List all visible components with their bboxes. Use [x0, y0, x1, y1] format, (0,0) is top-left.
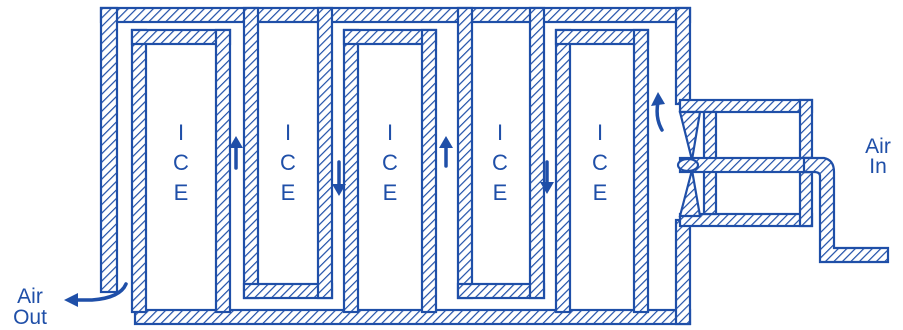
air-in-label: Air In: [865, 135, 891, 178]
baffles: [130, 6, 650, 314]
arrow-down-1-icon: [332, 160, 346, 196]
ice-letter-i: I: [285, 120, 291, 145]
baffle-2-right: [316, 6, 334, 300]
ice-letter-e: E: [593, 180, 608, 205]
ice-letter-c: C: [492, 150, 508, 175]
ice-block-4: I C E: [492, 120, 508, 205]
arrow-up-3-icon: [651, 92, 665, 132]
baffle-3-left: [342, 28, 360, 314]
inlet-right-wall-lower: [798, 170, 814, 228]
ice-letter-i: I: [178, 120, 184, 145]
ice-letter-e: E: [281, 180, 296, 205]
fan-icon: [676, 110, 702, 218]
arrow-down-2-icon: [540, 160, 554, 194]
ice-block-5: I C E: [592, 120, 608, 205]
right-wall-upper: [674, 6, 692, 106]
arrow-up-2-icon: [439, 136, 453, 168]
baffle-1-left: [130, 28, 148, 314]
arrow-up-1-icon: [229, 136, 243, 170]
baffle-1-right: [214, 28, 232, 314]
right-wall-lower: [674, 218, 692, 326]
air-in-line2: In: [869, 155, 887, 178]
air-out-line2: Out: [13, 306, 47, 329]
baffle-5-right: [632, 28, 650, 314]
baffle-5-left: [554, 28, 572, 314]
air-in-line1: Air: [865, 135, 891, 158]
ice-block-2: I C E: [280, 120, 296, 205]
ice-block-1: I C E: [173, 120, 189, 205]
inlet-top-wall: [678, 98, 814, 114]
air-out-line1: Air: [17, 285, 43, 308]
duct-bend: [802, 156, 890, 264]
ice-letter-c: C: [173, 150, 189, 175]
air-out-label: Air Out: [13, 285, 47, 329]
ice-letter-e: E: [174, 180, 189, 205]
baffle-3-right: [420, 28, 438, 314]
ice-block-3: I C E: [382, 120, 398, 205]
ice-letter-c: C: [592, 150, 608, 175]
ice-letter-i: I: [497, 120, 503, 145]
baffle-4-left: [456, 6, 474, 300]
baffle-4-right: [528, 6, 546, 300]
left-wall: [99, 6, 119, 294]
ice-letter-c: C: [382, 150, 398, 175]
top-wall: [99, 6, 692, 24]
baffle-2-left: [242, 6, 260, 300]
flow-arrows: [64, 92, 665, 307]
ice-letter-e: E: [493, 180, 508, 205]
ice-letter-i: I: [387, 120, 393, 145]
inlet-housing: [676, 98, 890, 264]
ice-letter-c: C: [280, 150, 296, 175]
ice-letter-e: E: [383, 180, 398, 205]
motor-shaft: [678, 156, 814, 174]
inlet-right-wall-upper: [798, 98, 814, 160]
ice-labels: I C E I C E I C E I C E I C E: [173, 120, 608, 205]
air-out-arrow-icon: [64, 282, 128, 307]
ice-letter-i: I: [597, 120, 603, 145]
